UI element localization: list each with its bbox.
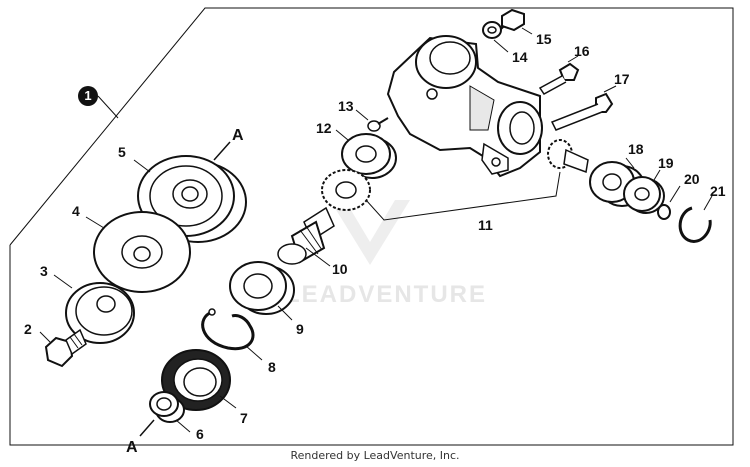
callout-16: 16 — [574, 43, 590, 59]
callout-4: 4 — [72, 203, 80, 219]
leader-line-13 — [355, 109, 369, 121]
leader-line-3 — [53, 274, 73, 289]
callout-12: 12 — [316, 120, 332, 136]
assembly-boundary — [9, 7, 734, 446]
part-2-bolt — [44, 328, 87, 368]
leader-line-18 — [625, 157, 635, 169]
leader-line-12 — [335, 129, 349, 141]
callout-8: 8 — [268, 359, 276, 375]
reference-letter-a-top: A — [232, 127, 244, 144]
part-12-bearing — [341, 133, 397, 179]
part-20-ring — [657, 204, 671, 220]
leader-line-9 — [277, 305, 293, 321]
watermark-logo-icon — [330, 200, 410, 265]
part-6-bushing — [149, 391, 185, 423]
part-11-pinion — [547, 139, 589, 174]
callout-19: 19 — [658, 155, 674, 171]
callout-14: 14 — [512, 49, 528, 65]
part-7-seal — [161, 349, 231, 411]
part-16-screw — [538, 62, 580, 95]
footer-credit: Rendered by LeadVenture, Inc. — [290, 449, 460, 462]
gearbox-housing — [386, 35, 543, 178]
part-9-bearing — [229, 261, 295, 315]
callout-3: 3 — [40, 263, 48, 279]
leader-line-10 — [305, 247, 331, 267]
leader-line-4 — [85, 216, 105, 229]
leader-line-16 — [567, 55, 579, 63]
assembly-callout-badge: 1 — [78, 86, 98, 106]
callout-13: 13 — [338, 98, 354, 114]
part-13-screw — [367, 117, 389, 132]
callout-6: 6 — [196, 426, 204, 442]
leader-line-20 — [669, 185, 681, 203]
callout-5: 5 — [118, 144, 126, 160]
part-21-snap-ring — [678, 206, 712, 243]
leader-line-2 — [39, 331, 51, 343]
leader-line-6 — [175, 419, 191, 433]
leader-line-14 — [493, 39, 509, 53]
part-10-shaft — [277, 206, 335, 265]
callout-11: 11 — [478, 217, 493, 233]
callout-labels: 2 3 4 5 6 7 8 9 10 11 12 13 14 15 16 17 … — [24, 31, 726, 442]
leader-line-15 — [521, 27, 533, 35]
leader-line-21 — [703, 195, 713, 211]
part-17-long-screw — [550, 92, 614, 131]
leader-line-8 — [245, 345, 263, 361]
part-8-snap-ring — [201, 308, 255, 351]
watermark: LEADVENTURE — [285, 200, 487, 308]
leader-line-19 — [653, 169, 661, 181]
callout-17: 17 — [614, 71, 630, 87]
callout-9: 9 — [296, 321, 304, 337]
leader-line-11 — [365, 171, 561, 221]
watermark-text: LEADVENTURE — [285, 281, 487, 308]
leader-line-5 — [133, 159, 151, 173]
callout-7: 7 — [240, 410, 248, 426]
reference-line-a-top — [213, 141, 231, 161]
leader-line-1 — [97, 95, 119, 119]
callout-20: 20 — [684, 171, 700, 187]
part-11-gear — [321, 169, 371, 211]
callout-2: 2 — [24, 321, 32, 337]
callout-18: 18 — [628, 141, 644, 157]
leader-line-17 — [603, 85, 617, 93]
callout-15: 15 — [536, 31, 552, 47]
callout-10: 10 — [332, 261, 348, 277]
part-19-bearing — [623, 176, 665, 214]
reference-letter-a-bottom: A — [126, 439, 138, 456]
part-14-washer — [482, 21, 502, 39]
part-4-disc — [93, 211, 191, 293]
reference-line-a-bottom — [139, 419, 155, 437]
leader-line-7 — [219, 395, 237, 409]
part-3-retainer — [65, 282, 135, 344]
callout-21: 21 — [710, 183, 726, 199]
